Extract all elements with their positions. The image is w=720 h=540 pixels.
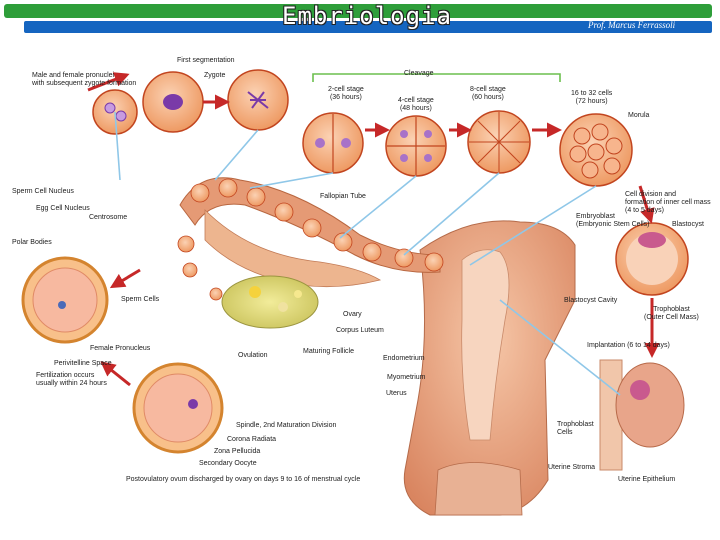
label-polar-bodies: Polar Bodies <box>12 239 52 246</box>
stage-blastocyst <box>615 222 689 296</box>
slide-author: Prof. Marcus Ferrassoli <box>588 20 676 30</box>
process-arrows <box>87 72 660 387</box>
stage-4-cell <box>385 115 447 177</box>
stage-2-cell <box>302 112 364 174</box>
label-zygote: Zygote <box>204 72 226 79</box>
label-fallopian-tube: Fallopian Tube <box>320 193 366 200</box>
label-trophoblast-cells: Trophoblast Cells <box>557 421 594 436</box>
leader-lines <box>114 111 621 396</box>
label-2-cell: 2-cell stage (36 hours) <box>328 86 364 101</box>
label-blastocyst: Blastocyst <box>672 221 704 228</box>
label-cleavage: Cleavage <box>404 70 434 77</box>
label-corpus-luteum: Corpus Luteum <box>336 327 384 334</box>
header-bar-blue <box>24 21 712 33</box>
label-8-cell: 8-cell stage (60 hours) <box>470 86 506 101</box>
label-centrosome: Centrosome <box>89 214 128 221</box>
label-sperm-nucleus: Sperm Cell Nucleus <box>12 188 74 195</box>
stage-first-segmentation <box>142 71 204 133</box>
label-implantation: Implantation (6 to 14 days) <box>587 342 670 349</box>
label-uterus: Uterus <box>386 390 407 397</box>
cleavage-bracket <box>312 73 561 82</box>
label-pronuclei: Male and female pronuclei with subsequen… <box>32 72 137 87</box>
label-4-cell: 4-cell stage (48 hours) <box>398 97 434 112</box>
label-egg-nucleus: Egg Cell Nucleus <box>36 205 90 212</box>
label-spindle: Spindle, 2nd Maturation Division <box>236 422 337 429</box>
label-uterine-stroma: Uterine Stroma <box>548 464 596 471</box>
ovary-shape <box>221 275 319 329</box>
label-corona-radiata: Corona Radiata <box>227 436 277 443</box>
label-first-segmentation: First segmentation <box>177 57 235 64</box>
tube-cells <box>177 178 444 301</box>
label-sperm-cells: Sperm Cells <box>121 296 160 303</box>
label-morula: Morula <box>628 112 650 119</box>
stage-zygote <box>227 69 289 131</box>
label-16-cell: 16 to 32 cells (72 hours) <box>571 90 613 105</box>
label-uterine-epithelium: Uterine Epithelium <box>618 476 676 483</box>
label-trophoblast: Trophoblast (Outer Cell Mass) <box>644 306 699 321</box>
label-zona-pellucida: Zona Pellucida <box>214 448 261 455</box>
label-postovulatory: Postovulatory ovum discharged by ovary o… <box>126 476 361 483</box>
label-fertilization: Fertilization occurs usually within 24 h… <box>36 372 107 387</box>
label-myometrium: Myometrium <box>387 374 426 381</box>
stage-8-cell <box>467 110 531 174</box>
stage-ovum-large <box>132 362 224 454</box>
uterus-shape <box>403 220 576 516</box>
label-secondary-oocyte: Secondary Oocyte <box>199 460 257 467</box>
stage-fertilization <box>21 256 109 344</box>
stage-morula <box>559 113 633 187</box>
header-bar-green <box>4 4 712 18</box>
label-ovulation: Ovulation <box>238 352 268 359</box>
slide-title: Embriologia <box>282 2 452 30</box>
stage-implantation <box>599 359 685 471</box>
follicle-dot <box>278 302 288 312</box>
label-blastocyst-cavity: Blastocyst Cavity <box>564 297 618 304</box>
label-embryoblast: Embryoblast (Embryonic Stem Cells) <box>576 213 650 228</box>
label-endometrium: Endometrium <box>383 355 425 362</box>
label-inner-mass: Cell division and formation of inner cel… <box>625 191 711 214</box>
follicle-dot <box>294 290 302 298</box>
label-ovary: Ovary <box>343 311 362 318</box>
label-female-pronucleus: Female Pronucleus <box>90 345 151 352</box>
follicle-dot <box>249 286 261 298</box>
label-maturing-follicle: Maturing Follicle <box>303 348 354 355</box>
label-perivitelline-space: Perivitelline Space <box>54 360 112 367</box>
